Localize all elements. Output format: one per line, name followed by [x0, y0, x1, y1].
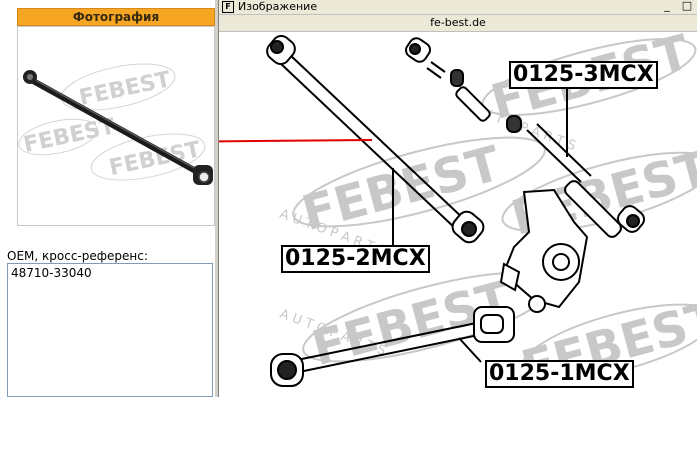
- part-0125-3mcx-drawing: [405, 37, 645, 238]
- oem-label: OEM, кросс-референс:: [7, 249, 148, 263]
- maximize-button[interactable]: □: [681, 0, 693, 12]
- url-bar: fe-best.de: [219, 15, 697, 32]
- control-arm-photo: [23, 70, 213, 185]
- part-label-0125-2mcx[interactable]: 0125-2MCX: [281, 245, 430, 273]
- oem-value: 48710-33040: [11, 266, 92, 280]
- knuckle-drawing: [499, 188, 589, 313]
- leader-lines: [392, 86, 568, 363]
- photo-panel-header: Фотография: [17, 8, 215, 26]
- image-window: F Изображение _ □ fe-best.de FEBEST FEBE…: [218, 0, 697, 397]
- panel-separator: [215, 0, 218, 397]
- minimize-button[interactable]: _: [664, 0, 670, 12]
- app-icon: F: [222, 1, 234, 13]
- product-photo: FEBEST FEBEST FEBEST: [17, 26, 215, 226]
- window-title: Изображение: [238, 0, 318, 13]
- part-label-0125-1mcx[interactable]: 0125-1MCX: [485, 360, 634, 388]
- part-0125-1mcx-drawing: [270, 306, 515, 387]
- parts-diagram: FEBEST FEBEST FEBEST FEBEST FEBEST A U T…: [219, 32, 697, 397]
- oem-textarea[interactable]: 48710-33040: [7, 263, 213, 397]
- pointer-line: [219, 139, 373, 143]
- part-0125-2mcx-drawing: [266, 35, 485, 244]
- window-titlebar[interactable]: F Изображение _ □: [219, 0, 697, 15]
- part-label-0125-3mcx[interactable]: 0125-3MCX: [509, 61, 658, 89]
